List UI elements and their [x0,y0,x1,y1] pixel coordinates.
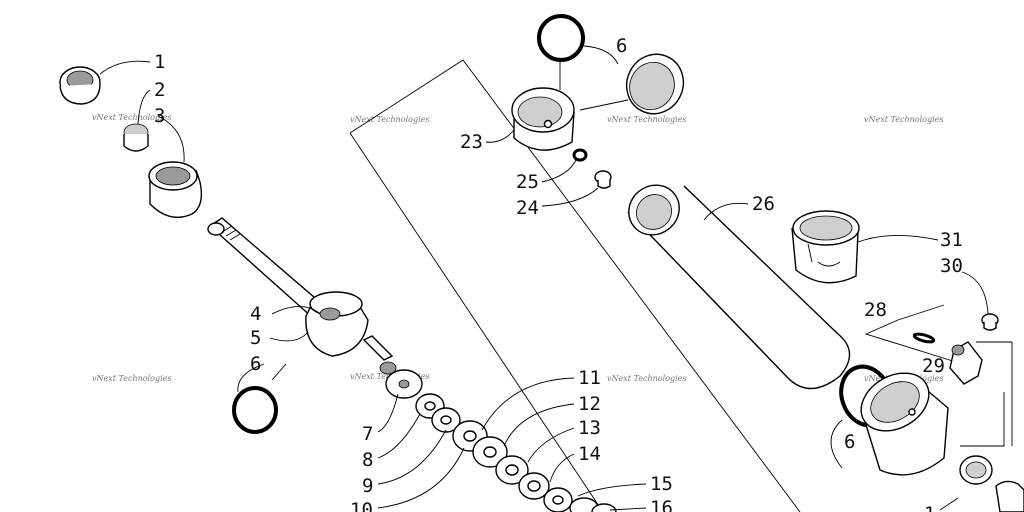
part-26-cylinder [627,184,851,390]
callout-6-top: 6 [616,35,627,57]
part-25-small-oring [572,148,588,162]
callout-31: 31 [940,229,963,251]
watermark: vNext Technologies [92,374,171,383]
callout-6-right: 6 [844,431,855,453]
callout-26: 26 [752,193,775,215]
part-27-fitting [949,341,983,385]
part-29-oring [912,332,936,344]
part-6-oring-left [232,386,278,434]
callout-7: 7 [362,423,373,445]
callout-28: 28 [864,299,887,321]
callout-15: 15 [650,473,673,495]
watermark: vNext Technologies [607,374,686,383]
reservoir-housing [860,341,1013,476]
callout-6-left: 6 [250,353,261,375]
part-24-valve [594,170,612,189]
callout-25: 25 [516,171,539,193]
watermark: vNext Technologies [92,113,171,122]
part-23-bearing-cap [511,87,575,151]
part-28-bracket [864,319,957,363]
subassembly-bracket-lower [349,132,604,512]
callout-8: 8 [362,449,373,471]
subassembly-bracket [349,59,801,512]
watermark: vNext Technologies [607,115,686,124]
callout-2: 2 [154,79,165,101]
part-2-bushing [123,123,149,152]
callout-1-lower: 1 [924,503,935,512]
callout-5: 5 [250,327,261,349]
part-3-cap-body [148,161,203,218]
callout-29: 29 [922,355,945,377]
part-5-housing [305,291,397,375]
callouts: 1 2 3 4 5 6 6 6 7 8 9 10 11 12 13 14 15 … [154,35,963,512]
part-31-sleeve [791,210,860,284]
lower-right-parts [959,455,1024,512]
callout-16: 16 [650,497,673,512]
part-1-cap [59,66,101,105]
callout-13: 13 [578,417,601,439]
callout-24: 24 [516,197,539,219]
callout-23: 23 [460,131,483,153]
part-28-bracket-top [897,304,945,321]
part-6-oring-top [537,14,585,62]
part-6-band [625,53,685,115]
shim-stack [385,369,617,512]
callout-9: 9 [362,475,373,497]
callout-11: 11 [578,367,601,389]
callout-3: 3 [154,105,165,127]
watermark: vNext Technologies [864,115,943,124]
part-30-screw [981,313,999,331]
leader-lines [99,45,989,511]
callout-10: 10 [350,499,373,512]
callout-4: 4 [250,303,261,325]
callout-12: 12 [578,393,601,415]
callout-1: 1 [154,51,165,73]
callout-30: 30 [940,255,963,277]
callout-14: 14 [578,443,601,465]
watermark: vNext Technologies [350,115,429,124]
